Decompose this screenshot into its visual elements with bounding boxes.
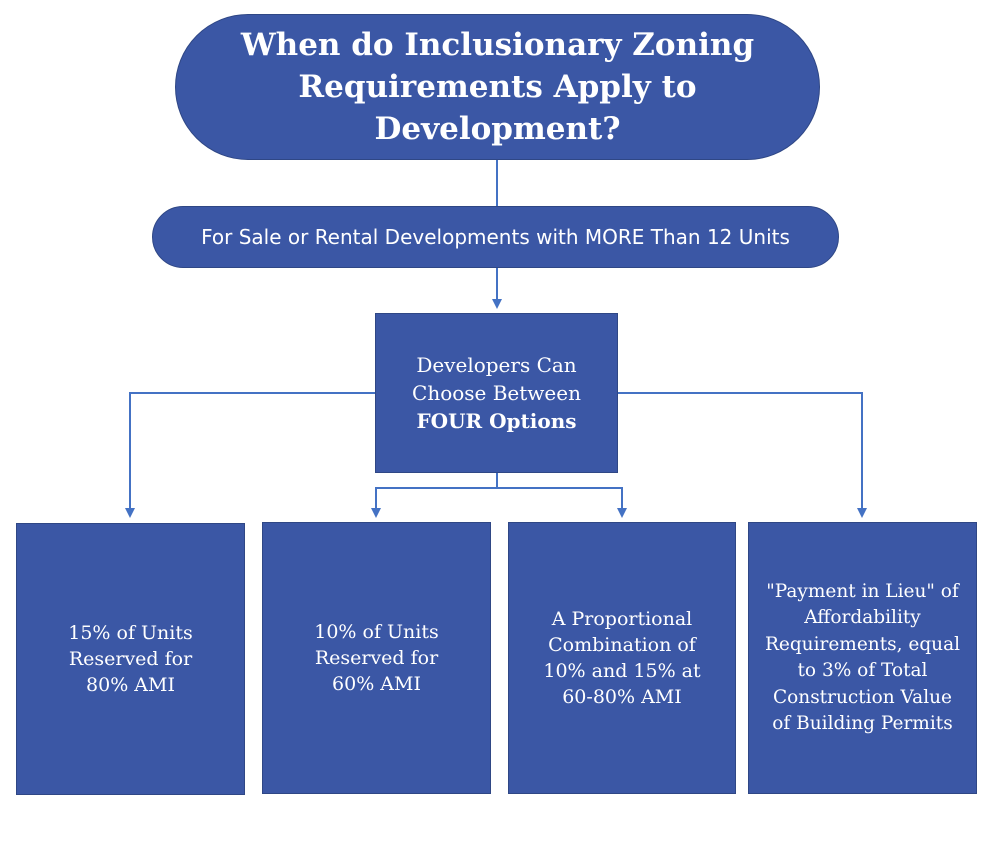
- option-1-line-3: 80% AMI: [86, 674, 175, 696]
- option-2-line-2: Reserved for: [314, 647, 439, 669]
- title-line-3: Development?: [374, 111, 621, 147]
- option-3-line-2: Combination of: [548, 634, 696, 656]
- title-line-1: When do Inclusionary Zoning: [240, 27, 755, 63]
- title-line-2: Requirements Apply to: [298, 69, 697, 105]
- connector-choice-to-option-1: [125, 392, 375, 518]
- option-4-line-2: Affordability: [804, 607, 921, 628]
- choice-line-2: Choose Between: [412, 381, 581, 405]
- criteria-node: For Sale or Rental Developments with MOR…: [152, 206, 839, 268]
- connector-choice-to-option-2: [371, 473, 498, 518]
- title-node: When do Inclusionary Zoning Requirements…: [175, 14, 820, 160]
- option-2-line-3: 60% AMI: [332, 673, 421, 695]
- option-4-line-6: of Building Permits: [772, 713, 953, 734]
- option-3-line-3: 10% and 15% at: [543, 660, 701, 682]
- connector-choice-to-option-3: [497, 487, 627, 518]
- connector-choice-to-option-4: [618, 392, 867, 518]
- option-3-line-1: A Proportional: [551, 608, 693, 630]
- option-2-text: 10% of Units Reserved for 60% AMI: [314, 619, 439, 697]
- criteria-label: For Sale or Rental Developments with MOR…: [201, 225, 790, 249]
- option-2-line-1: 10% of Units: [314, 621, 439, 643]
- option-node-2: 10% of Units Reserved for 60% AMI: [262, 522, 491, 794]
- choice-node: Developers Can Choose Between FOUR Optio…: [375, 313, 618, 473]
- option-3-text: A Proportional Combination of 10% and 15…: [543, 606, 700, 710]
- option-4-line-4: to 3% of Total: [797, 660, 928, 681]
- option-4-line-1: "Payment in Lieu" of: [766, 580, 959, 602]
- choice-line-3: FOUR Options: [416, 409, 577, 433]
- choice-line-1: Developers Can: [416, 353, 577, 377]
- option-node-3: A Proportional Combination of 10% and 15…: [508, 522, 736, 794]
- option-1-text: 15% of Units Reserved for 80% AMI: [68, 620, 193, 698]
- option-3-line-4: 60-80% AMI: [562, 686, 682, 708]
- option-1-line-2: Reserved for: [68, 648, 193, 670]
- option-1-line-1: 15% of Units: [68, 622, 193, 644]
- option-4-line-3: Requirements, equal: [764, 633, 961, 655]
- option-node-1: 15% of Units Reserved for 80% AMI: [16, 523, 245, 795]
- option-4-line-5: Construction Value: [772, 686, 952, 708]
- option-4-text: "Payment in Lieu" of Affordability Requi…: [765, 579, 960, 738]
- option-node-4: "Payment in Lieu" of Affordability Requi…: [748, 522, 977, 794]
